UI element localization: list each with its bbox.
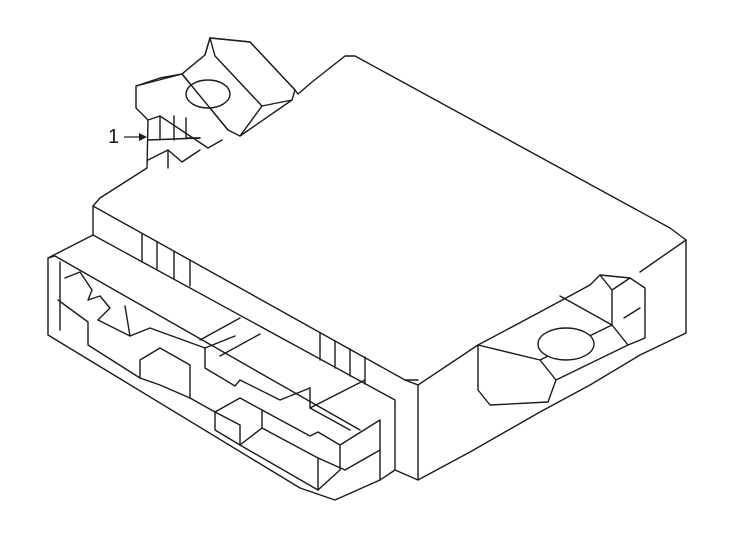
callout-1-label: 1 bbox=[108, 126, 119, 148]
callout-1-arrow-icon bbox=[139, 133, 147, 141]
left-tab-bolt-hole bbox=[185, 79, 231, 109]
right-mounting-tab bbox=[477, 274, 646, 406]
callout-1: 1 bbox=[108, 126, 147, 148]
right-tab-bolt-hole bbox=[537, 327, 595, 361]
left-mounting-tab bbox=[135, 37, 296, 169]
control-module-housing bbox=[47, 37, 687, 501]
